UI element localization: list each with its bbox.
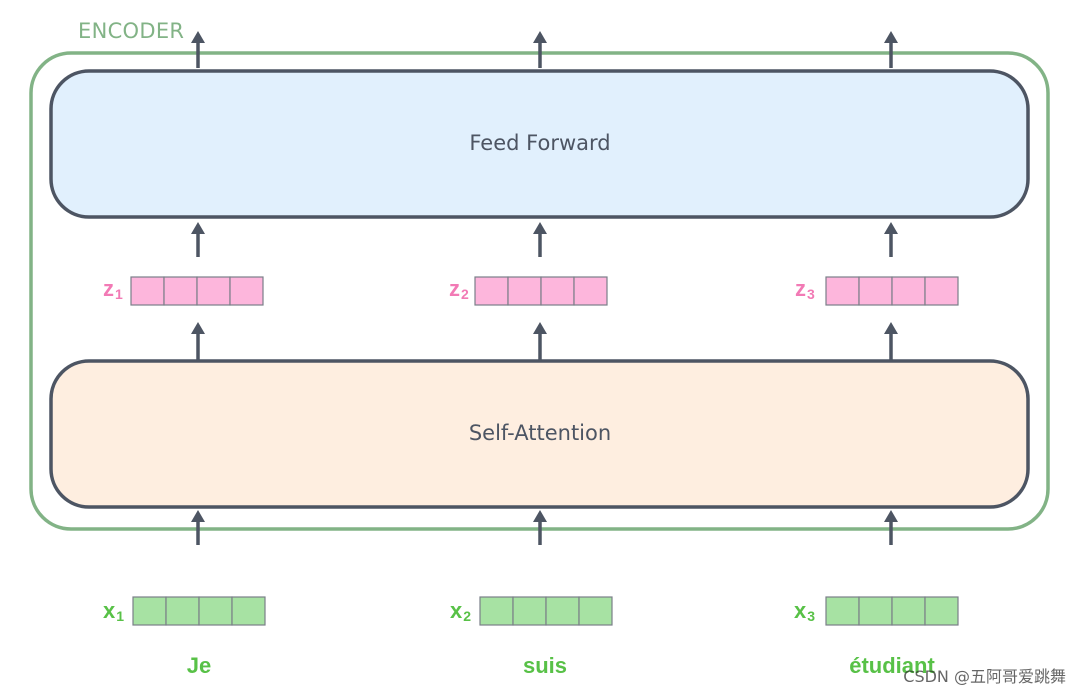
x-vector-cell bbox=[825, 596, 860, 626]
feed-forward-block bbox=[49, 69, 1030, 219]
z-vector-cell bbox=[891, 276, 926, 306]
x-to-sa-arrow-head-1 bbox=[191, 510, 205, 522]
output-arrow-head-2 bbox=[533, 31, 547, 43]
output-arrow-head-3 bbox=[884, 31, 898, 43]
x-vector-cell bbox=[545, 596, 580, 626]
x-vector-cell bbox=[198, 596, 233, 626]
z-vector-label-index: 2 bbox=[461, 286, 469, 302]
self-attention-label: Self-Attention bbox=[468, 421, 612, 445]
z-to-ff-arrow-head-1 bbox=[191, 222, 205, 234]
z-vector-cell bbox=[163, 276, 198, 306]
vectors-layer bbox=[130, 276, 959, 626]
encoder-label: ENCODER bbox=[74, 19, 189, 43]
output-arrow-head-1 bbox=[191, 31, 205, 43]
x-vector-cell bbox=[132, 596, 167, 626]
x-to-sa-arrow-head-3 bbox=[884, 510, 898, 522]
x-vector-cell bbox=[578, 596, 613, 626]
z-to-ff-arrow-head-2 bbox=[533, 222, 547, 234]
z-vector-1 bbox=[130, 276, 264, 306]
z-vector-label-base: z bbox=[449, 276, 460, 301]
x-vector-label-1: x1 bbox=[103, 598, 124, 624]
x-to-sa-arrow-head-2 bbox=[533, 510, 547, 522]
z-vector-cell bbox=[825, 276, 860, 306]
z-vector-cell bbox=[573, 276, 608, 306]
z-vector-2 bbox=[474, 276, 608, 306]
z-vector-label-1: z1 bbox=[103, 276, 123, 302]
z-vector-label-3: z3 bbox=[795, 276, 815, 302]
x-vector-1 bbox=[132, 596, 266, 626]
z-vector-label-index: 3 bbox=[807, 286, 815, 302]
x-vector-cell bbox=[891, 596, 926, 626]
z-to-ff-arrow-head-3 bbox=[884, 222, 898, 234]
feed-forward-label: Feed Forward bbox=[469, 131, 611, 155]
x-vector-cell bbox=[924, 596, 959, 626]
x-vector-label-base: x bbox=[450, 598, 463, 623]
z-vector-cell bbox=[540, 276, 575, 306]
input-word-3: étudiant bbox=[849, 653, 935, 678]
arrows-layer bbox=[191, 31, 898, 545]
z-vector-label-2: z2 bbox=[449, 276, 469, 302]
input-word-1: Je bbox=[186, 653, 212, 678]
x-vector-label-2: x2 bbox=[450, 598, 471, 624]
x-vector-label-index: 2 bbox=[463, 608, 472, 624]
z-vector-label-index: 1 bbox=[115, 286, 123, 302]
x-vector-3 bbox=[825, 596, 959, 626]
x-vector-label-base: x bbox=[103, 598, 116, 623]
x-vector-label-base: x bbox=[794, 598, 807, 623]
x-vector-label-index: 3 bbox=[807, 608, 816, 624]
z-vector-cell bbox=[130, 276, 165, 306]
z-vector-cell bbox=[474, 276, 509, 306]
z-vector-cell bbox=[858, 276, 893, 306]
x-vector-cell bbox=[165, 596, 200, 626]
sa-to-z-arrow-head-3 bbox=[884, 322, 898, 334]
x-vector-2 bbox=[479, 596, 613, 626]
x-vector-label-index: 1 bbox=[116, 608, 125, 624]
sa-to-z-arrow-head-1 bbox=[191, 322, 205, 334]
x-vector-cell bbox=[479, 596, 514, 626]
x-vector-cell bbox=[858, 596, 893, 626]
z-vector-3 bbox=[825, 276, 959, 306]
z-vector-cell bbox=[507, 276, 542, 306]
sa-to-z-arrow-head-2 bbox=[533, 322, 547, 334]
x-vector-label-3: x3 bbox=[794, 598, 815, 624]
z-vector-cell bbox=[229, 276, 264, 306]
z-vector-label-base: z bbox=[103, 276, 114, 301]
z-vector-cell bbox=[924, 276, 959, 306]
x-vector-cell bbox=[231, 596, 266, 626]
x-vector-cell bbox=[512, 596, 547, 626]
z-vector-cell bbox=[196, 276, 231, 306]
z-vector-label-base: z bbox=[795, 276, 806, 301]
watermark: CSDN @五阿哥爱跳舞 bbox=[903, 667, 1066, 686]
input-word-2: suis bbox=[522, 653, 568, 678]
